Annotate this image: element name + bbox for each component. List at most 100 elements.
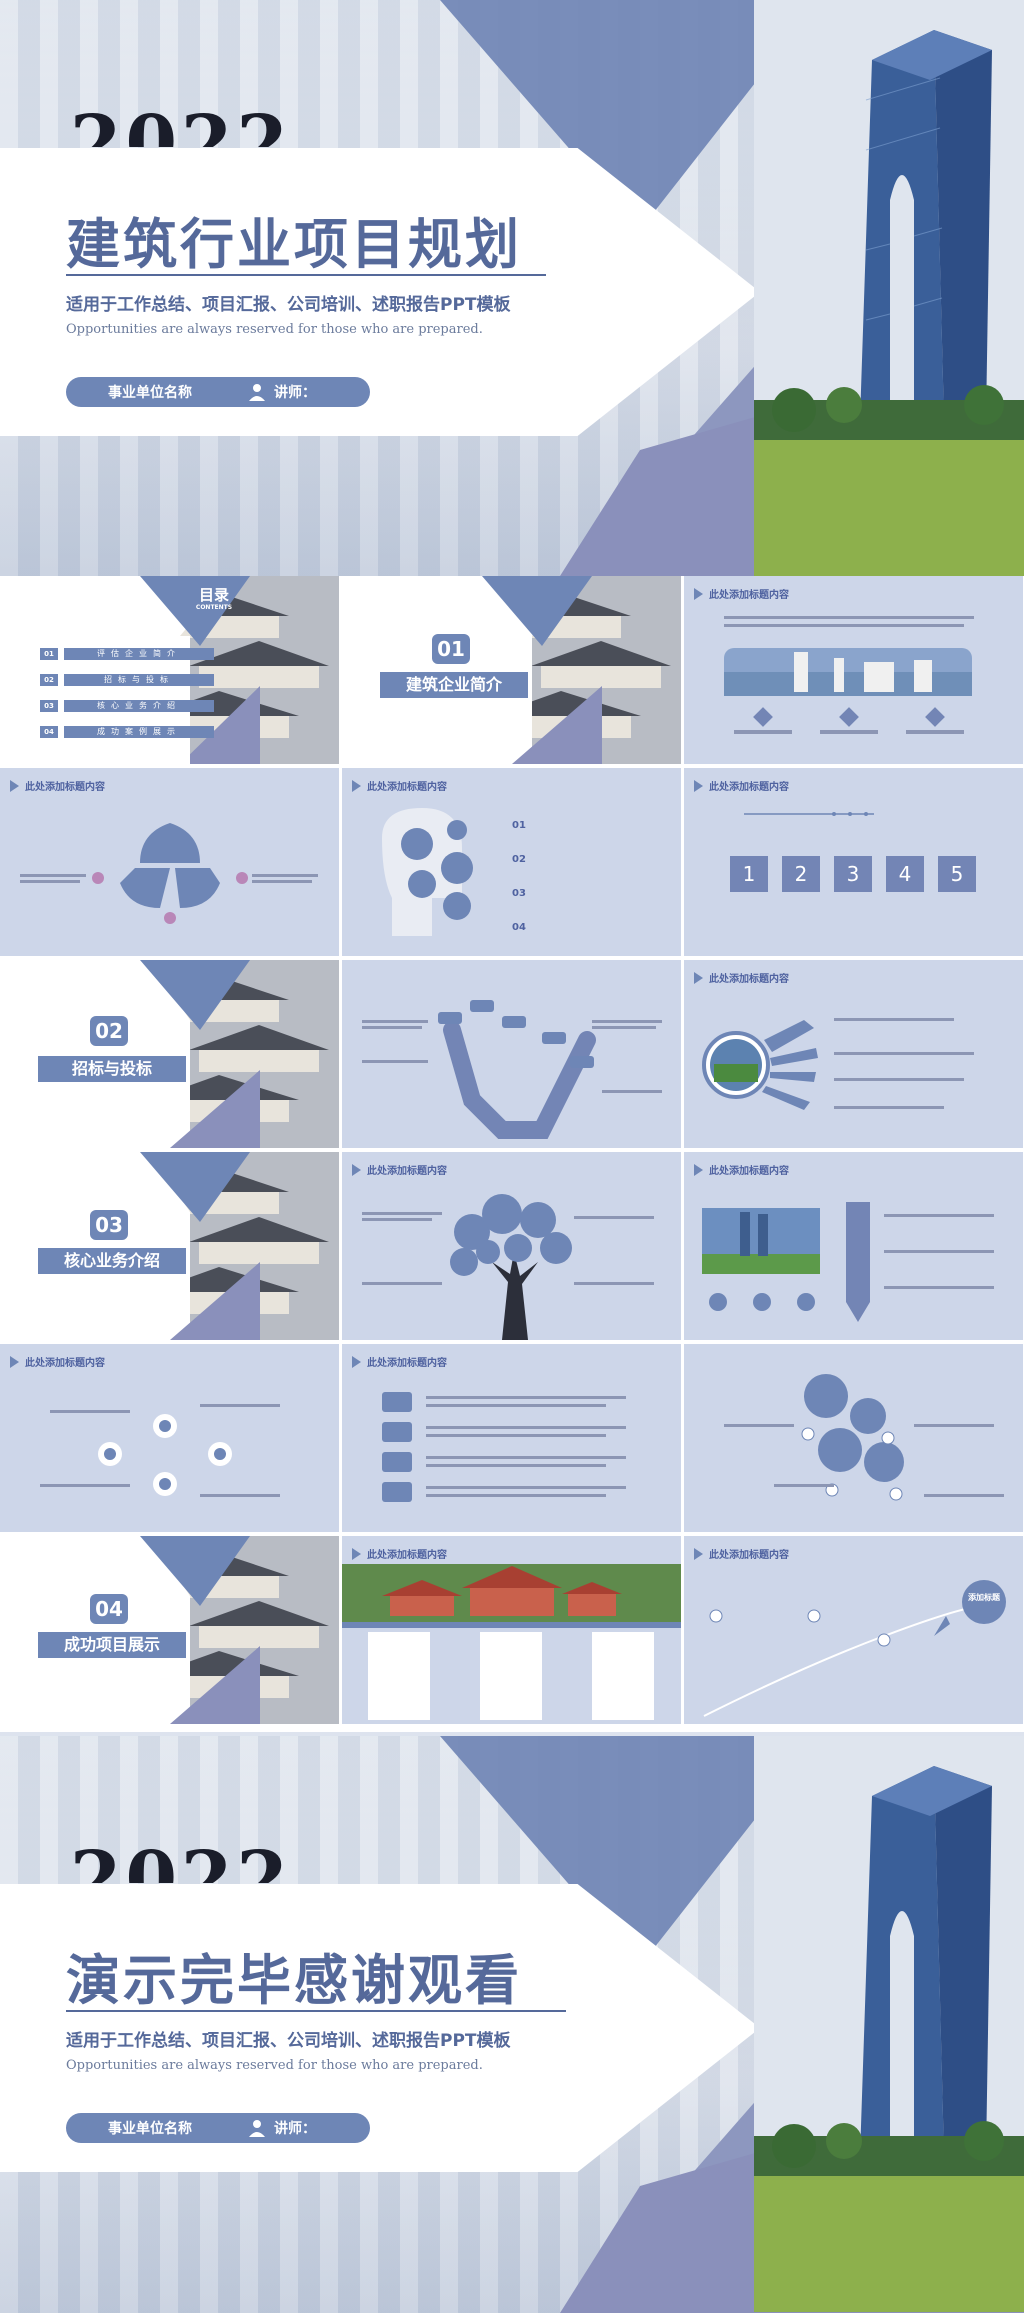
- bubble-diagram: [724, 1374, 1004, 1501]
- petal-diagram: [20, 823, 318, 924]
- triangle-icon: [694, 1547, 703, 1560]
- rocket-diagram: [703, 1580, 1006, 1717]
- section-title: 成功项目展示: [38, 1632, 186, 1658]
- org-label: 事业单位名称: [108, 385, 192, 401]
- slide-overview[interactable]: 此处添加标题内容: [684, 576, 1023, 764]
- triangle-icon: [10, 779, 19, 792]
- hand-diagram: [362, 1000, 662, 1139]
- slide-tree[interactable]: 此处添加标题内容: [342, 1152, 681, 1340]
- section-number: 03: [90, 1210, 128, 1240]
- cover-info-pill: 事业单位名称 讲师：: [66, 377, 370, 407]
- triangle-icon: [694, 779, 703, 792]
- slide-header: 此处添加标题内容: [352, 1546, 447, 1561]
- triangle-icon: [352, 1355, 361, 1368]
- slide-hand[interactable]: [342, 960, 681, 1148]
- slide-five-steps[interactable]: 此处添加标题内容 1 2 3 4 5: [684, 768, 1023, 956]
- slide-header: 此处添加标题内容: [694, 586, 789, 601]
- slide-rocket[interactable]: 此处添加标题内容 添加标题: [684, 1536, 1023, 1724]
- section-number: 04: [90, 1594, 128, 1624]
- step-box-3: 3: [834, 856, 872, 892]
- pencil-diagram: [702, 1202, 994, 1322]
- cover-subtitle: 适用于工作总结、项目汇报、公司培训、述职报告PPT模板: [66, 295, 511, 315]
- section-shapes: [342, 576, 602, 764]
- ending-year: 2022: [70, 1836, 292, 1883]
- section-title: 核心业务介绍: [38, 1248, 186, 1274]
- triangle-icon: [352, 1163, 361, 1176]
- slide-header: 此处添加标题内容: [10, 1354, 105, 1369]
- cover-english-motto: Opportunities are always reserved for th…: [66, 322, 483, 337]
- section-slide-02[interactable]: 02 招标与投标: [0, 960, 339, 1148]
- list-diagram: [382, 1392, 626, 1502]
- org-label: 事业单位名称: [108, 2121, 192, 2137]
- slide-circle-icons[interactable]: 此处添加标题内容: [0, 1344, 339, 1532]
- section-title: 招标与投标: [38, 1056, 186, 1082]
- ending-info-pill: 事业单位名称 讲师：: [66, 2113, 370, 2143]
- section-slide-03[interactable]: 03 核心业务介绍: [0, 1152, 339, 1340]
- toc-title-en: CONTENTS: [195, 604, 233, 611]
- head-icons-diagram: [382, 808, 473, 936]
- ending-slide: 2022 演示完毕感谢观看 适用于工作总结、项目汇报、公司培训、述职报告PPT模…: [0, 1736, 1024, 2313]
- tree-diagram: [362, 1194, 654, 1340]
- slide-pencil[interactable]: 此处添加标题内容: [684, 1152, 1023, 1340]
- triangle-icon: [694, 587, 703, 600]
- slide-petals[interactable]: 此处添加标题内容: [0, 768, 339, 956]
- cover-year: 2022: [70, 100, 292, 147]
- triangle-icon: [694, 1163, 703, 1176]
- project-cards: [342, 1564, 681, 1720]
- section-number: 01: [432, 634, 470, 664]
- ending-subtitle: 适用于工作总结、项目汇报、公司培训、述职报告PPT模板: [66, 2031, 511, 2051]
- person-icon: [249, 2120, 265, 2137]
- fan-diagram: [702, 1018, 974, 1110]
- slide-header: 此处添加标题内容: [694, 970, 789, 985]
- slide-head-icons[interactable]: 此处添加标题内容 01 02 03 04: [342, 768, 681, 956]
- toc-title: 目录: [198, 586, 229, 604]
- slide-bubbles[interactable]: [684, 1344, 1023, 1532]
- speaker-label: 讲师：: [274, 2121, 316, 2137]
- slide-fan[interactable]: 此处添加标题内容: [684, 960, 1023, 1148]
- slide-header: 此处添加标题内容: [10, 778, 105, 793]
- section-shapes: [0, 1536, 260, 1724]
- circle-icons-diagram: [40, 1404, 280, 1497]
- step-box-1: 1: [730, 856, 768, 892]
- step-num-2: 02: [512, 854, 526, 865]
- step-num-1: 01: [512, 820, 526, 831]
- ending-title: 演示完毕感谢观看: [66, 1948, 522, 2012]
- step-timeline: [744, 812, 874, 816]
- slide-list[interactable]: 此处添加标题内容: [342, 1344, 681, 1532]
- speaker-label: 讲师：: [274, 385, 316, 401]
- slide-projects[interactable]: 此处添加标题内容: [342, 1536, 681, 1724]
- slide-header: 此处添加标题内容: [352, 1162, 447, 1177]
- overview-graphic: [724, 616, 974, 734]
- skyscraper-image: [754, 1736, 1024, 2312]
- triangle-icon: [352, 1547, 361, 1560]
- step-box-2: 2: [782, 856, 820, 892]
- cover-slide: 2022 建筑行业项目规划 适用于工作总结、项目汇报、公司培训、述职报告PPT模…: [0, 0, 1024, 576]
- step-num-3: 03: [512, 888, 526, 899]
- skyscraper-image: [754, 0, 1024, 576]
- step-box-5: 5: [938, 856, 976, 892]
- section-number: 02: [90, 1016, 128, 1046]
- slide-header: 此处添加标题内容: [694, 1162, 789, 1177]
- section-title: 建筑企业简介: [380, 672, 528, 698]
- ending-title-underline: [66, 2010, 566, 2012]
- step-box-4: 4: [886, 856, 924, 892]
- cover-title: 建筑行业项目规划: [66, 212, 522, 276]
- slide-header: 此处添加标题内容: [694, 1546, 789, 1561]
- triangle-icon: [694, 971, 703, 984]
- cover-title-underline: [66, 274, 546, 276]
- slide-header: 此处添加标题内容: [352, 778, 447, 793]
- section-shapes: [0, 1152, 260, 1340]
- section-slide-04[interactable]: 04 成功项目展示: [0, 1536, 339, 1724]
- step-num-4: 04: [512, 922, 526, 933]
- slide-header: 此处添加标题内容: [694, 778, 789, 793]
- rocket-label: 添加标题: [968, 1593, 1000, 1602]
- section-slide-01[interactable]: 01 建筑企业简介: [342, 576, 681, 764]
- triangle-icon: [352, 779, 361, 792]
- person-icon: [249, 384, 265, 401]
